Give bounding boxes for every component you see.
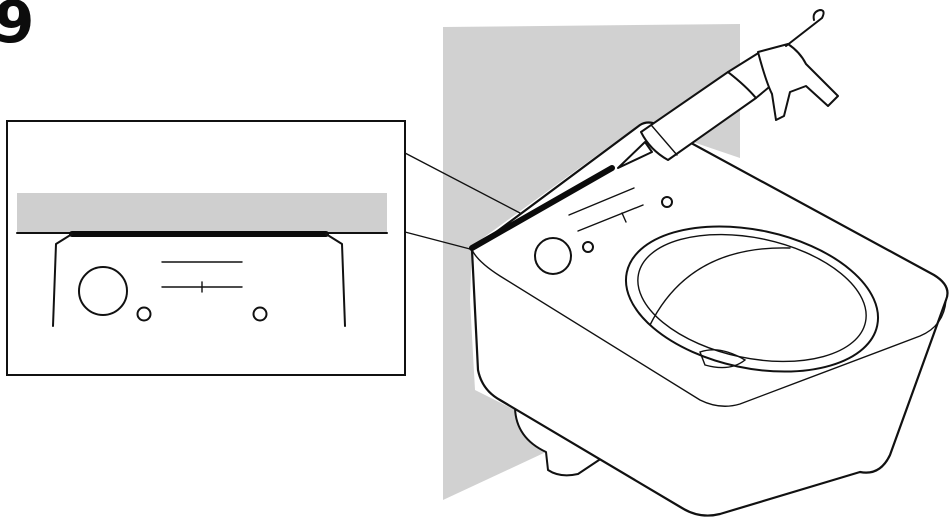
toilet-rim-edge [471,249,947,407]
bowl-opening-outer [624,225,880,373]
sealant-bead [469,165,615,251]
leader-line-top [404,152,521,214]
wall-panel [443,24,740,500]
gun-plunger-rod [785,9,825,47]
top-line-upper [568,187,635,216]
step-number: 9 [0,0,34,56]
detail-inset [6,120,406,376]
top-tick [621,212,627,223]
gun-cartridge-band [651,125,678,156]
small-hole-left [582,241,594,253]
toilet-rear-support [514,407,603,477]
small-hole-right [661,196,673,208]
caulking-gun [617,9,839,169]
inset-small-hole-left [136,306,152,322]
inset-flush-button [78,266,128,316]
bowl-inner-curve [649,247,791,326]
leader-line-bottom [404,231,471,250]
flush-button [534,237,572,275]
bowl-drain [699,349,747,369]
toilet [469,121,949,517]
inset-small-hole-right [252,306,268,322]
gun-nozzle [617,141,653,169]
inset-wall [17,193,387,232]
gun-body [757,43,839,121]
inset-toilet-profile [52,233,346,327]
top-line-lower [577,204,644,232]
